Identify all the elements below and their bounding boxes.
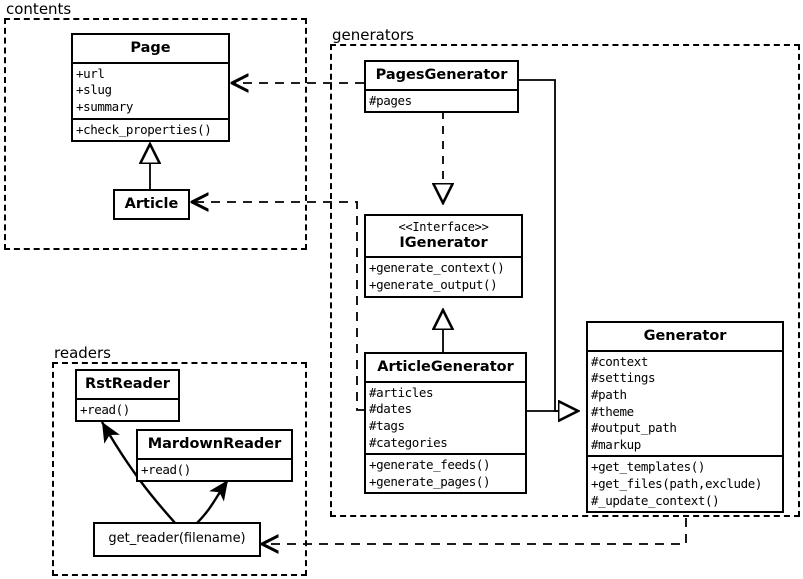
function-name-get-reader: get_reader(filename) <box>108 531 246 546</box>
class-methods-articlegenerator: +generate_feeds() +generate_pages() <box>366 453 525 492</box>
package-readers-label: readers <box>54 344 111 362</box>
attribute: +slug <box>76 82 112 98</box>
method: +get_files(path,exclude) <box>591 476 763 492</box>
stereotype-interface: <<Interface>> <box>398 220 489 234</box>
function-box-get-reader[interactable]: get_reader(filename) <box>93 522 261 557</box>
package-contents-frame <box>4 18 307 250</box>
class-attributes-page: +url +slug +summary <box>73 61 228 118</box>
class-box-page[interactable]: Page +url +slug +summary +check_properti… <box>71 33 230 143</box>
class-name-articlegenerator: ArticleGenerator <box>377 359 514 375</box>
class-name-page: Page <box>130 40 171 56</box>
class-methods-mardownreader: +read() <box>138 457 291 481</box>
package-generators-label: generators <box>332 26 414 44</box>
attribute: #settings <box>591 370 656 386</box>
attribute: #tags <box>369 417 405 433</box>
class-methods-rstreader: +read() <box>77 397 178 421</box>
attribute: #path <box>591 386 627 402</box>
method: +generate_pages() <box>369 473 491 489</box>
package-contents-label: contents <box>6 0 72 18</box>
attribute: #context <box>591 353 649 369</box>
class-box-pagesgenerator[interactable]: PagesGenerator #pages <box>364 60 519 114</box>
method: +generate_context() <box>369 260 505 276</box>
attribute: #pages <box>369 92 412 108</box>
class-box-mardownreader[interactable]: MardownReader +read() <box>136 429 293 483</box>
method: +check_properties() <box>76 121 212 137</box>
attribute: #output_path <box>591 420 677 436</box>
attribute: #categories <box>369 434 448 450</box>
class-attributes-generator: #context #settings #path #theme #output_… <box>588 349 782 456</box>
method: +read() <box>80 401 130 417</box>
class-attributes-articlegenerator: #articles #dates #tags #categories <box>366 380 525 454</box>
class-name-article: Article <box>124 196 179 212</box>
class-name-rstreader: RstReader <box>85 376 170 392</box>
method: +read() <box>141 461 191 477</box>
method: +generate_output() <box>369 277 498 293</box>
attribute: #markup <box>591 436 641 452</box>
attribute: +url <box>76 65 105 81</box>
attribute: #theme <box>591 403 634 419</box>
method: +get_templates() <box>591 459 706 475</box>
class-box-igenerator[interactable]: <<Interface>> IGenerator +generate_conte… <box>364 214 523 298</box>
class-name-igenerator: <<Interface>> IGenerator <box>366 216 521 256</box>
class-methods-generator: +get_templates() +get_files(path,exclude… <box>588 455 782 511</box>
class-name-mardownreader: MardownReader <box>147 436 282 452</box>
class-name-text: IGenerator <box>399 234 488 251</box>
method: #_update_context() <box>591 492 720 508</box>
class-attributes-pagesgenerator: #pages <box>366 88 517 112</box>
class-box-generator[interactable]: Generator #context #settings #path #them… <box>586 321 784 514</box>
class-methods-igenerator: +generate_context() +generate_output() <box>366 256 521 295</box>
class-name-generator: Generator <box>643 328 727 344</box>
class-methods-page: +check_properties() <box>73 117 228 141</box>
attribute: #dates <box>369 401 412 417</box>
package-readers-frame <box>52 362 307 576</box>
attribute: #articles <box>369 384 434 400</box>
method: +generate_feeds() <box>369 457 491 473</box>
class-box-rstreader[interactable]: RstReader +read() <box>75 369 180 423</box>
class-name-pagesgenerator: PagesGenerator <box>375 67 508 83</box>
class-box-articlegenerator[interactable]: ArticleGenerator #articles #dates #tags … <box>364 352 527 495</box>
attribute: +summary <box>76 98 134 114</box>
class-box-article[interactable]: Article <box>113 189 190 220</box>
